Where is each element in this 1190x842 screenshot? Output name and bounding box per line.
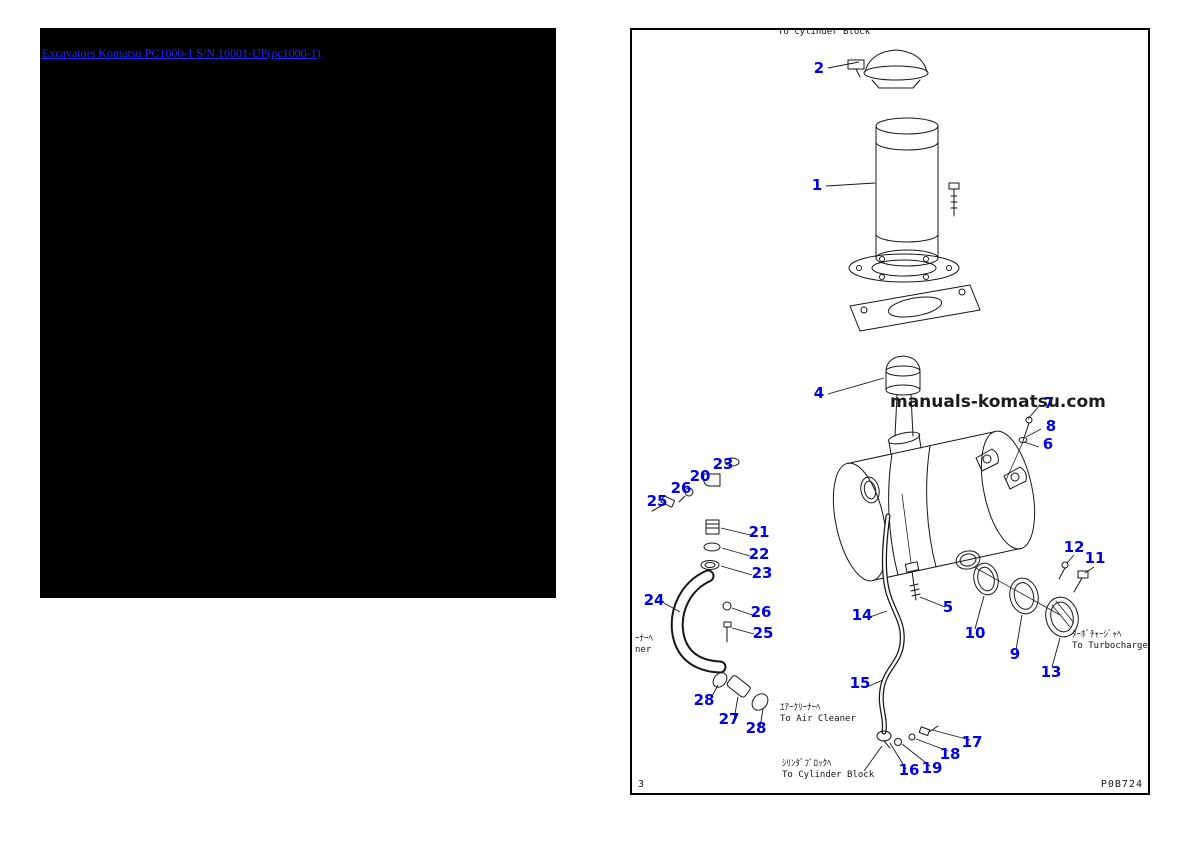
- air-cleaner-body-part: [875, 117, 939, 267]
- callout-number-23: 23: [713, 455, 734, 473]
- media-placeholder-panel: Excavators Komatsu PC1000-1 S/N 10001-UP…: [40, 28, 556, 598]
- parts-diagram-drawing: 2147862320262521222324262514510912111315…: [644, 49, 1106, 779]
- muffler-tank-part: [832, 430, 1036, 582]
- callout-number-26: 26: [671, 479, 692, 497]
- label-to-air-cleaner: ｴｱｰｸﾘｰﾅｰﾍ To Air Cleaner: [780, 703, 856, 725]
- label-turbo-en: To Turbocharger: [1072, 641, 1150, 651]
- callout-number-20: 20: [690, 467, 711, 485]
- label-to-cylinder-block: ｼﾘﾝﾀﾞﾌﾞﾛｯｸﾍ To Cylinder Block: [782, 759, 874, 781]
- callout-number-28: 28: [694, 691, 715, 709]
- callout-number-13: 13: [1041, 663, 1062, 681]
- label-cylblock-en: To Cylinder Block: [782, 770, 875, 780]
- callout-number-4: 4: [814, 384, 824, 402]
- callout-number-12: 12: [1064, 538, 1085, 556]
- drawing-code: P0B724: [1100, 779, 1143, 790]
- callout-number-2: 2: [814, 59, 824, 77]
- callout-number-7: 7: [1044, 394, 1054, 412]
- elbow-hose-part-24: [670, 569, 769, 711]
- callout-number-10: 10: [965, 624, 986, 642]
- callout-number-9: 9: [1010, 645, 1020, 663]
- breadcrumb-link[interactable]: Excavators Komatsu PC1000-1 S/N 10001-UP…: [42, 46, 321, 60]
- watermark: manuals-komatsu.com: [890, 392, 1106, 412]
- callout-number-1: 1: [812, 176, 822, 194]
- breather-cap-part: [885, 355, 921, 437]
- callout-number-27: 27: [719, 710, 740, 728]
- callout-number-25: 25: [647, 492, 668, 510]
- rain-cap-part: [847, 49, 929, 89]
- callout-number-18: 18: [940, 745, 961, 763]
- label-left-edge-fragment: ｰﾅｰﾍ ner: [635, 634, 653, 656]
- callout-number-26: 26: [751, 603, 772, 621]
- label-turbo-jp: ﾀｰﾎﾞﾁｬｰｼﾞｬﾍ: [1072, 630, 1122, 640]
- callout-number-25: 25: [753, 624, 774, 642]
- callout-number-28: 28: [746, 719, 767, 737]
- callout-number-16: 16: [899, 761, 920, 779]
- label-top-en: To Cylinder Block: [778, 28, 871, 37]
- callout-number-11: 11: [1085, 549, 1106, 567]
- bolt-part-5: [901, 493, 921, 601]
- label-leftfrag-en: ner: [635, 645, 652, 655]
- callout-number-24: 24: [644, 591, 665, 609]
- stud-washer-hardware-part: [1005, 416, 1033, 481]
- callout-number-8: 8: [1046, 417, 1056, 435]
- label-top-cylinder-block: ｼﾘﾝﾀﾞﾌﾞﾛｯｸﾍ To Cylinder Block: [778, 28, 871, 38]
- sheet-number: 3: [638, 779, 645, 790]
- callout-number-23: 23: [752, 564, 773, 582]
- callout-number-6: 6: [1043, 435, 1053, 453]
- label-aircleaner-jp: ｴｱｰｸﾘｰﾅｰﾍ: [780, 703, 821, 713]
- callout-number-19: 19: [922, 759, 943, 777]
- callout-number-15: 15: [850, 674, 871, 692]
- flange-part: [848, 253, 960, 283]
- callout-number-21: 21: [749, 523, 770, 541]
- drain-tube-part: [876, 513, 939, 749]
- callout-number-5: 5: [943, 598, 953, 616]
- gasket-rings-cover-parts: [973, 562, 1079, 638]
- callout-number-17: 17: [962, 733, 983, 751]
- callout-leader-lines: [663, 61, 1095, 772]
- gasket-plate-part: [849, 284, 981, 332]
- label-leftfrag-jp: ｰﾅｰﾍ: [635, 634, 654, 644]
- mounting-bolt-part: [948, 182, 960, 217]
- label-to-turbocharger: ﾀｰﾎﾞﾁｬｰｼﾞｬﾍ To Turbocharger: [1072, 630, 1150, 652]
- elbow-fitting-cluster-parts: [651, 457, 740, 570]
- bolts-parts-11-12: [1058, 561, 1089, 593]
- callout-number-14: 14: [852, 606, 873, 624]
- label-aircleaner-en: To Air Cleaner: [780, 714, 856, 724]
- label-cylblock-jp: ｼﾘﾝﾀﾞﾌﾞﾛｯｸﾍ: [782, 759, 832, 769]
- callout-number-22: 22: [749, 545, 770, 563]
